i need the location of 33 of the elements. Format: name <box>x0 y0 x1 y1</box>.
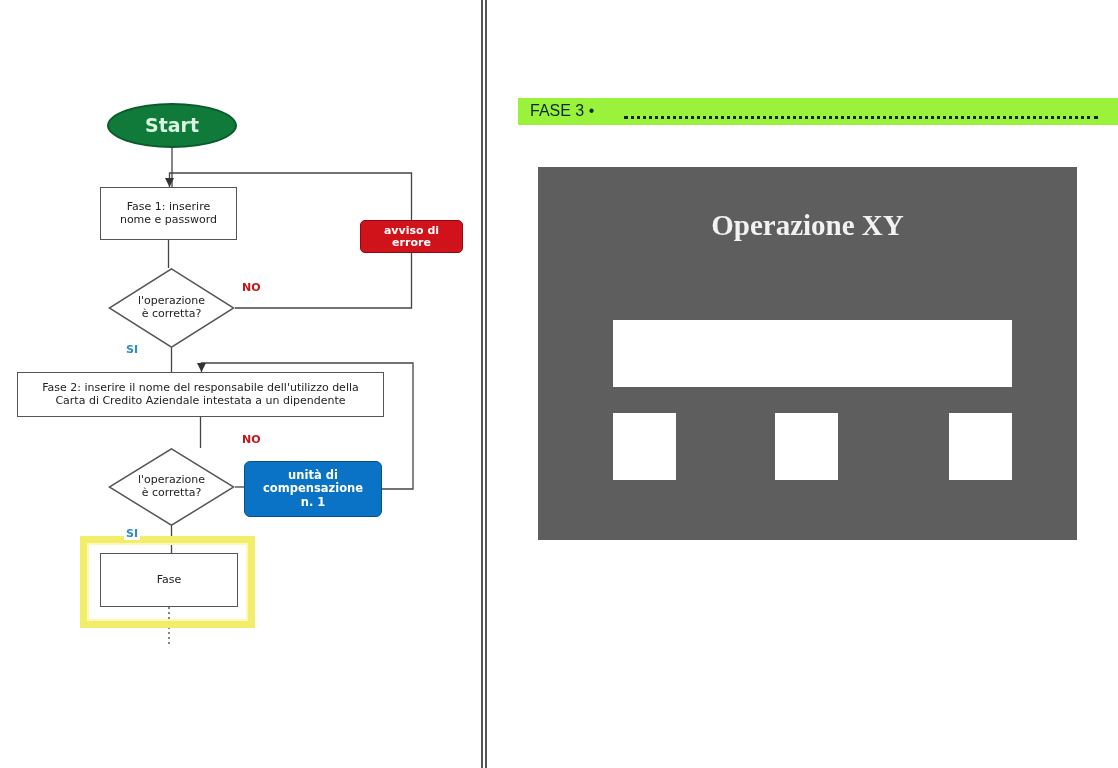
screen-panel <box>538 167 1077 540</box>
blank-field <box>775 413 838 480</box>
node-text: Fase 2: inserire il nome del responsabile dell'utilizzo della Carta di Credito Aziendale intestata a un dipendente <box>41 381 360 408</box>
node-text: avviso di errore <box>382 224 441 249</box>
connector-line <box>196 362 414 490</box>
connector-line <box>171 147 173 188</box>
node-text: unità di compensazione n. 1 <box>261 469 364 509</box>
edge-label: SI <box>124 528 140 541</box>
connector-line <box>199 416 202 449</box>
highlight-frame <box>80 536 255 628</box>
decision-diamond <box>108 448 235 526</box>
dotted-connector <box>168 606 170 646</box>
blank-field <box>613 320 1012 387</box>
process-box <box>100 187 237 240</box>
process-box <box>244 461 382 517</box>
process-box <box>100 553 238 607</box>
node-text: Start <box>144 114 199 137</box>
connector-line <box>234 486 245 488</box>
node-text: Fase 1: inserire nome e password <box>119 200 218 227</box>
process-box <box>17 372 384 417</box>
node-text: l'operazione è corretta? <box>136 474 207 500</box>
node-text: l'operazione è corretta? <box>136 295 207 321</box>
blank-field <box>949 413 1012 480</box>
connector-line <box>164 172 413 221</box>
error-box <box>360 220 463 253</box>
connector-line <box>170 347 173 373</box>
connector-line <box>234 252 413 309</box>
heading-band <box>518 98 1118 125</box>
screen-title: Operazione XY <box>711 209 904 243</box>
connector-line <box>167 239 170 269</box>
node-text: Fase <box>156 573 182 587</box>
node-text: FASE 3 • <box>530 102 595 121</box>
blank-field <box>613 413 676 480</box>
